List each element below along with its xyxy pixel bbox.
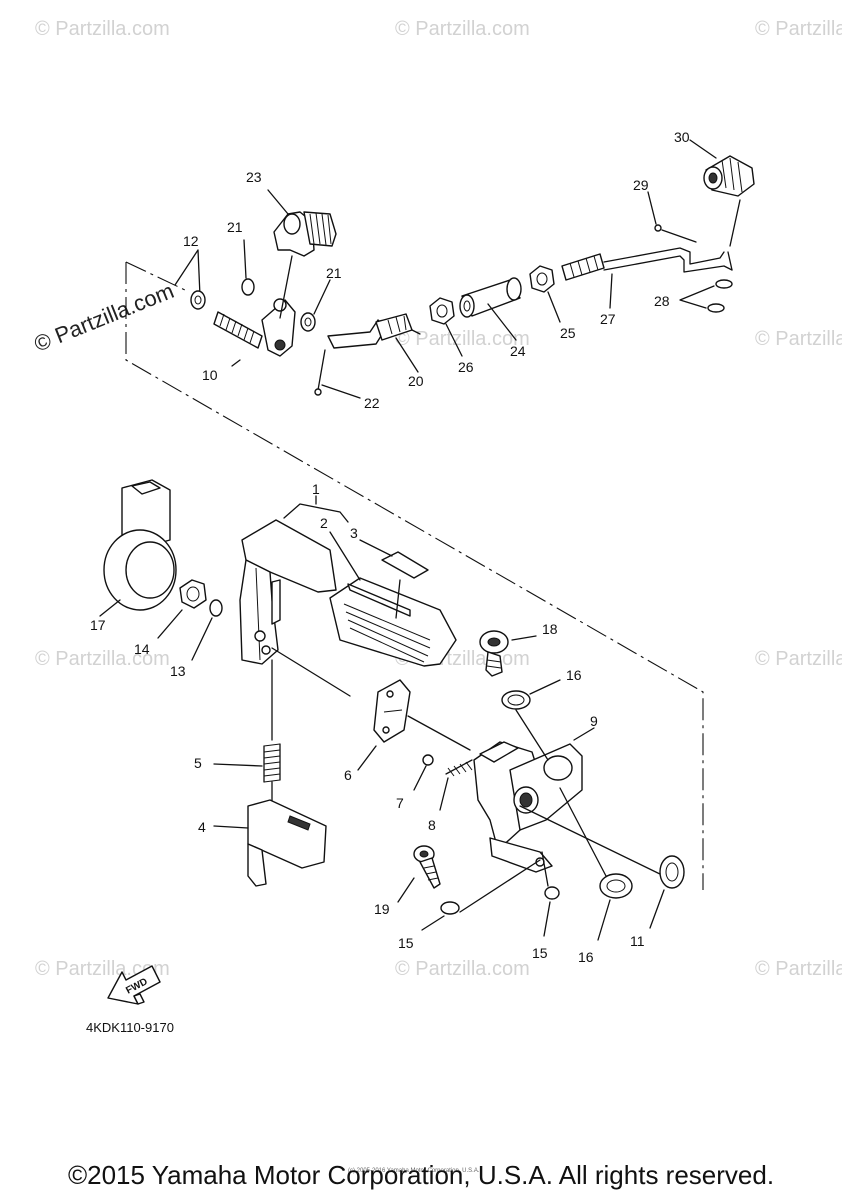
watermark: © Partzilla.com <box>755 648 842 670</box>
assembly-leader-lines <box>271 647 665 913</box>
part-20-lever <box>327 313 421 373</box>
callout-11: 11 <box>630 933 645 949</box>
part-12-washer <box>174 249 206 310</box>
tiny-copyright-notice: (c) 2005-2016 Yamaha Motor Corporation, … <box>348 1168 480 1174</box>
part-15-washer-left <box>421 901 460 931</box>
part-3-label <box>359 539 429 619</box>
watermark-primary: © Partzilla.com <box>31 278 178 357</box>
callout-21: 21 <box>326 265 342 281</box>
part-29-pin <box>647 191 697 243</box>
callout-18: 18 <box>542 621 558 637</box>
part-19-bolt <box>397 845 441 903</box>
part-16-washer-lower <box>597 873 633 941</box>
fwd-arrow-icon: FWD <box>107 965 161 1005</box>
callout-16: 16 <box>578 949 594 965</box>
part-24-sleeve <box>459 277 522 341</box>
callout-labels: 30 29 23 21 21 12 10 20 22 26 24 25 27 2… <box>90 129 690 965</box>
part-23-cam <box>267 189 337 319</box>
watermark: © Partzilla.com <box>755 328 842 350</box>
part-13-washer <box>191 599 223 661</box>
callout-30: 30 <box>674 129 690 145</box>
callout-15: 15 <box>398 935 414 951</box>
part-25-nut <box>529 265 561 323</box>
callout-1: 1 <box>312 481 320 497</box>
callout-26: 26 <box>458 359 474 375</box>
part-22-pin <box>314 349 361 399</box>
callout-23: 23 <box>246 169 262 185</box>
watermark: © Partzilla.com <box>395 328 530 350</box>
callout-29: 29 <box>633 177 649 193</box>
callout-5: 5 <box>194 755 202 771</box>
watermark: © Partzilla.com <box>755 958 842 980</box>
part-10-shift-shaft <box>213 298 296 367</box>
watermark: © Partzilla.com <box>35 648 170 670</box>
part-28-washers <box>679 279 733 313</box>
part-16-washer-upper <box>501 679 561 710</box>
callout-8: 8 <box>428 817 436 833</box>
part-18-bolt <box>479 630 537 677</box>
watermark: © Partzilla.com <box>395 18 530 40</box>
part-15-washer-right <box>543 886 560 937</box>
watermark: © Partzilla.com <box>755 18 842 40</box>
callout-13: 13 <box>170 663 186 679</box>
callout-10: 10 <box>202 367 218 383</box>
part-7-ball <box>413 754 434 791</box>
watermark: © Partzilla.com <box>35 18 170 40</box>
callout-7: 7 <box>396 795 404 811</box>
part-6-plate <box>357 679 411 771</box>
part-2-grip-cover <box>329 531 457 667</box>
part-17-housing <box>99 479 177 617</box>
callout-4: 4 <box>198 819 206 835</box>
part-9-bracket <box>473 727 595 873</box>
diagram-code: 4KDK110-9170 <box>86 1020 174 1035</box>
callout-27: 27 <box>600 311 616 327</box>
part-14-collar <box>157 579 207 639</box>
callout-28: 28 <box>654 293 670 309</box>
part-21-washer-b <box>300 279 331 332</box>
part-11-washer <box>649 855 685 929</box>
callout-17: 17 <box>90 617 106 633</box>
part-30-joint <box>689 139 755 247</box>
callout-25: 25 <box>560 325 576 341</box>
copyright-notice: ©2015 Yamaha Motor Corporation, U.S.A. A… <box>67 1160 775 1190</box>
part-4-slider <box>213 799 327 887</box>
part-27-shift-rod <box>561 247 733 309</box>
callout-3: 3 <box>350 525 358 541</box>
part-1-grip <box>239 495 349 665</box>
callout-21: 21 <box>227 219 243 235</box>
part-26-nut <box>429 297 463 357</box>
assembly-boundary <box>125 262 704 890</box>
callout-20: 20 <box>408 373 424 389</box>
part-21-washer-a <box>241 239 255 296</box>
callout-14: 14 <box>134 641 150 657</box>
callout-24: 24 <box>510 343 526 359</box>
callout-22: 22 <box>364 395 380 411</box>
callout-15: 15 <box>532 945 548 961</box>
callout-6: 6 <box>344 767 352 783</box>
callout-9: 9 <box>590 713 598 729</box>
part-5-spring <box>213 659 281 813</box>
callout-2: 2 <box>320 515 328 531</box>
watermark: © Partzilla.com <box>395 958 530 980</box>
callout-19: 19 <box>374 901 390 917</box>
callout-12: 12 <box>183 233 199 249</box>
part-8-spring <box>439 759 473 811</box>
callout-16: 16 <box>566 667 582 683</box>
